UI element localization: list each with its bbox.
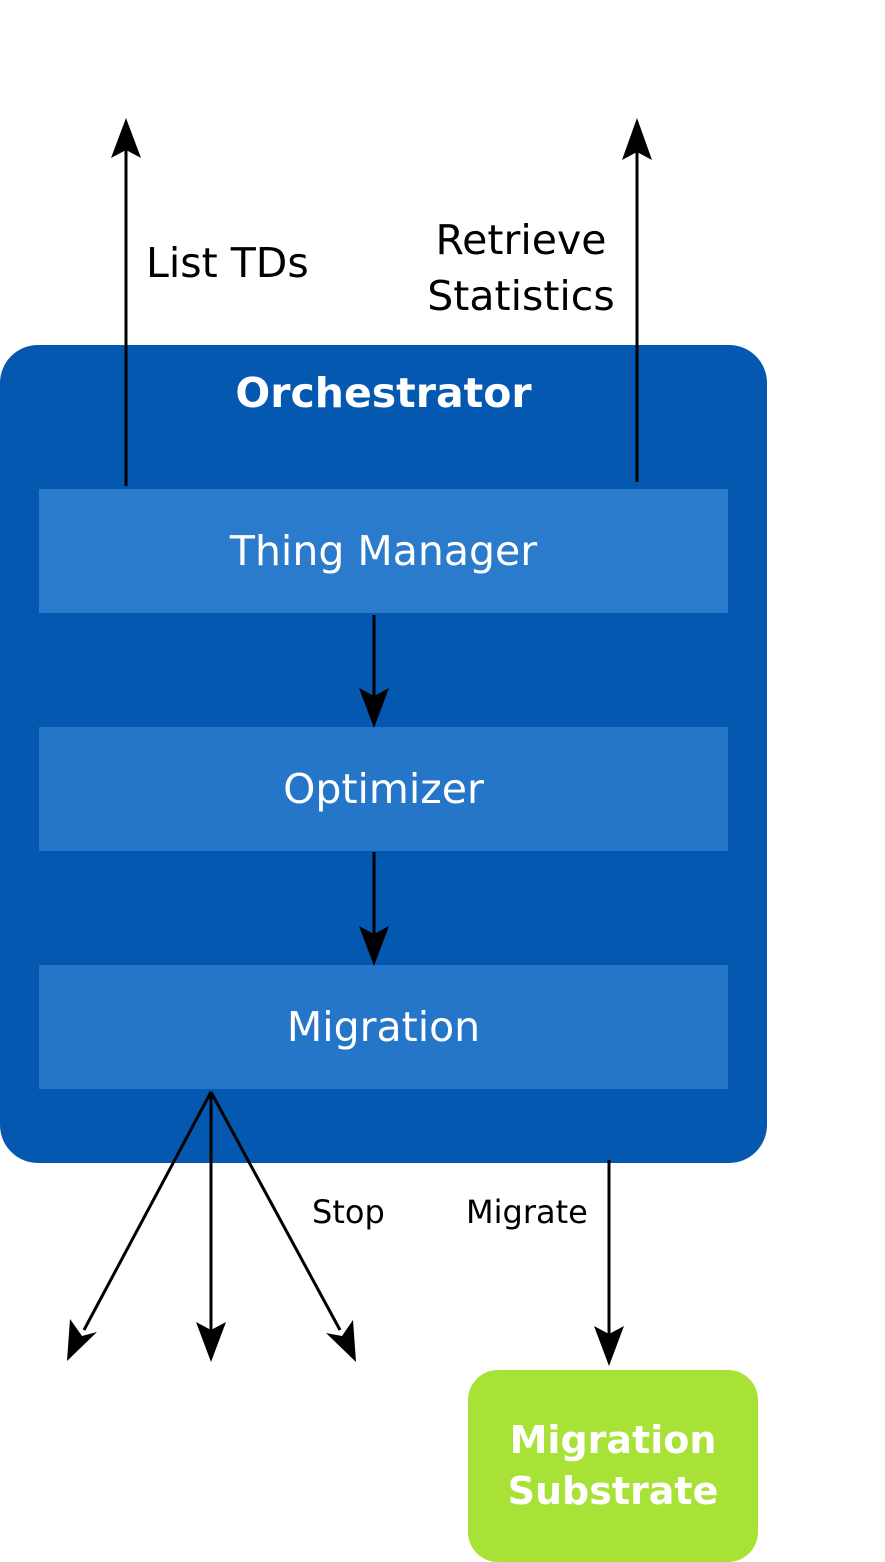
- optimizer-label: Optimizer: [283, 765, 484, 813]
- migration-substrate-label: Migration Substrate: [507, 1418, 719, 1513]
- migration-arrowhead: [359, 926, 389, 966]
- orchestrator-title: Orchestrator: [235, 369, 532, 417]
- migration-substrate-box: Migration Substrate: [468, 1370, 758, 1562]
- thing-manager-label: Thing Manager: [229, 527, 538, 575]
- migrate-arrowhead: [594, 1326, 624, 1366]
- stop-arrowhead-left: [67, 1319, 97, 1361]
- stop-label: Stop: [312, 1193, 385, 1231]
- list-tds-label: List TDs: [146, 239, 309, 287]
- thing-manager-module: Thing Manager: [39, 489, 728, 613]
- migrate-label: Migrate: [466, 1193, 588, 1231]
- migration-label: Migration: [286, 1003, 481, 1051]
- stop-arrow-right-line: [209, 1091, 342, 1331]
- stop-arrowhead-center: [196, 1322, 226, 1362]
- stop-arrow-left-line: [82, 1091, 213, 1331]
- optimizer-module: Optimizer: [39, 727, 728, 851]
- retrieve-statistics-arrowhead: [622, 118, 652, 160]
- retrieve-statistics-label: Retrieve Statistics: [427, 216, 615, 320]
- migration-module: Migration: [39, 965, 728, 1089]
- list-tds-arrowhead: [111, 118, 141, 158]
- stop-arrowhead-right: [326, 1320, 356, 1362]
- optimizer-arrowhead: [359, 688, 389, 728]
